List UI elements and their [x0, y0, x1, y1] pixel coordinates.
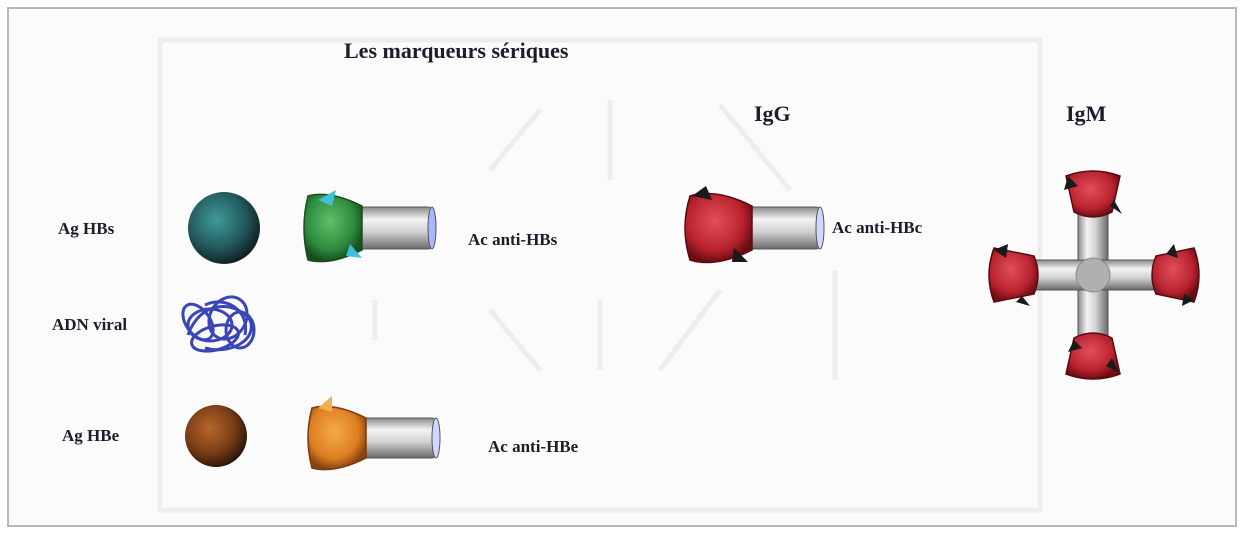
ac-anti-hbc-label: Ac anti-HBc [832, 218, 923, 237]
hbs-antigen-sphere-icon [188, 192, 260, 264]
diagram-title: Les marqueurs sériques [344, 38, 569, 63]
viral-dna-coil-icon [181, 295, 256, 353]
igm-antibody-icon [988, 170, 1200, 380]
ag-hbe-label: Ag HBe [62, 426, 120, 445]
hbe-antigen-sphere-icon [185, 405, 247, 467]
igm-column-heading: IgM [1066, 101, 1107, 126]
igg-column-heading: IgG [754, 101, 791, 126]
anti-hbs-antibody-icon [303, 190, 437, 263]
ac-anti-hbs-label: Ac anti-HBs [468, 230, 558, 249]
igg-anti-hbc-antibody-icon [684, 186, 825, 264]
ag-hbs-label: Ag HBs [58, 219, 115, 238]
ac-anti-hbe-label: Ac anti-HBe [488, 437, 579, 456]
anti-hbe-antibody-icon [307, 396, 441, 471]
adn-viral-label: ADN viral [52, 315, 128, 334]
